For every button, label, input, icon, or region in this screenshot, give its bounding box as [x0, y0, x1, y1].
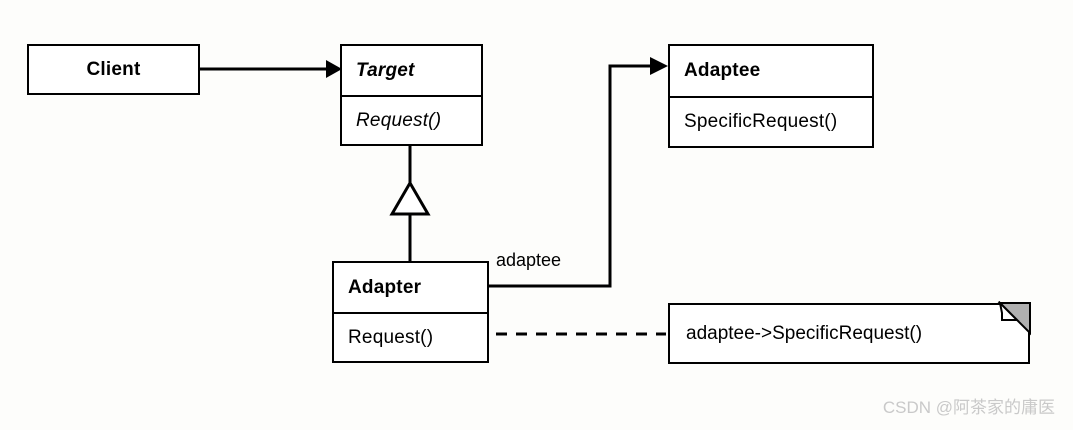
note-box-implementation[interactable]: adaptee->SpecificRequest()	[668, 303, 1030, 364]
class-box-adapter[interactable]: Adapter Request()	[332, 261, 489, 363]
operation-target-request: Request()	[356, 109, 442, 131]
watermark-text: CSDN @阿茶家的庸医	[882, 398, 1055, 417]
arrowhead-client-target	[326, 60, 342, 78]
connector-adapter-adaptee	[489, 64, 664, 288]
class-operations-compartment-target: Request()	[342, 95, 481, 144]
class-name-compartment-target: Target	[342, 46, 481, 95]
association-label-adaptee: adaptee	[496, 250, 562, 270]
arrowhead-adapter-adaptee	[650, 57, 668, 75]
class-name-compartment-adaptee: Adaptee	[670, 46, 872, 96]
class-box-client[interactable]: Client	[27, 44, 200, 95]
operation-adaptee-specificrequest: SpecificRequest()	[684, 111, 838, 132]
class-name-target: Target	[356, 59, 415, 81]
class-operations-compartment-adaptee: SpecificRequest()	[670, 96, 872, 146]
class-operations-compartment-adapter: Request()	[334, 312, 487, 361]
class-box-target[interactable]: Target Request()	[340, 44, 483, 146]
class-box-adaptee[interactable]: Adaptee SpecificRequest()	[668, 44, 874, 148]
class-name-client: Client	[86, 58, 141, 80]
class-name-compartment-adapter: Adapter	[334, 263, 487, 312]
class-name-adaptee: Adaptee	[684, 60, 761, 81]
note-text: adaptee->SpecificRequest()	[686, 322, 923, 344]
class-name-adapter: Adapter	[348, 276, 422, 298]
generalization-triangle	[389, 180, 431, 216]
class-name-compartment-client: Client	[29, 46, 198, 93]
operation-adapter-request: Request()	[348, 326, 434, 348]
